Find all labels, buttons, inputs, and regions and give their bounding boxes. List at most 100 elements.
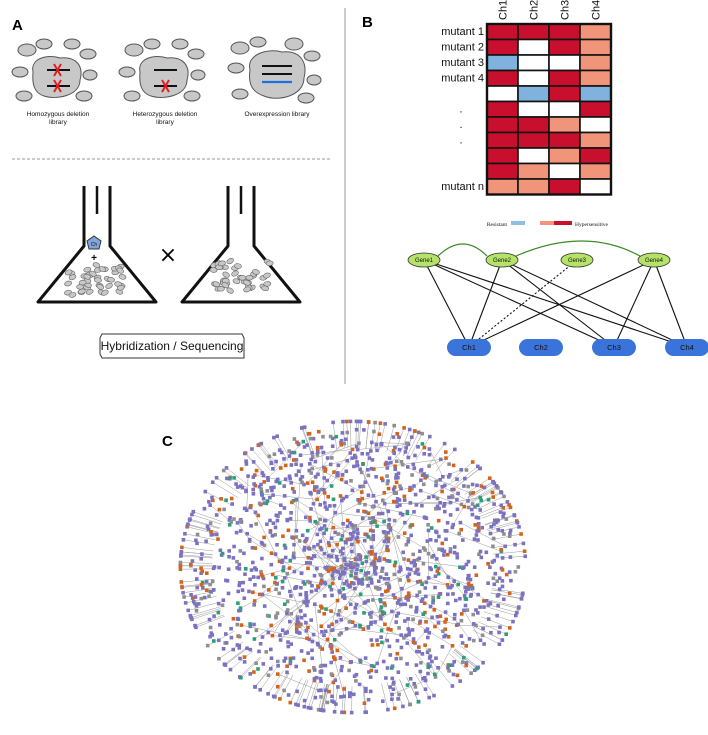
network-node xyxy=(474,515,479,520)
network-node xyxy=(367,516,372,521)
heatmap-cell xyxy=(486,116,519,134)
network-node xyxy=(232,517,236,521)
network-edge xyxy=(428,457,447,467)
network-edge xyxy=(240,589,277,609)
network-edge xyxy=(291,502,311,518)
network-node xyxy=(442,634,446,639)
network-node xyxy=(488,476,492,480)
network-node xyxy=(189,593,193,597)
network-node xyxy=(356,563,360,567)
network-node xyxy=(249,568,254,572)
network-edge xyxy=(226,467,250,487)
network-node xyxy=(179,580,184,584)
network-node xyxy=(386,536,391,541)
network-node xyxy=(310,583,314,588)
network-node xyxy=(422,482,426,487)
network-node xyxy=(398,565,403,570)
network-node xyxy=(237,646,241,650)
network-node xyxy=(273,580,277,585)
network-node xyxy=(428,434,432,439)
network-node xyxy=(447,495,451,500)
network-edge xyxy=(491,588,523,594)
network-node xyxy=(502,511,506,516)
network-edge xyxy=(181,551,213,555)
network-node xyxy=(340,431,345,435)
network-node xyxy=(434,483,438,488)
network-node xyxy=(341,496,346,501)
network-node xyxy=(492,582,497,587)
network-node xyxy=(353,606,358,610)
network-node xyxy=(400,513,405,517)
network-node xyxy=(276,659,280,664)
network-node xyxy=(430,615,434,620)
network-node xyxy=(498,625,502,629)
heatmap-cell xyxy=(579,54,612,72)
yeast-cell xyxy=(68,292,77,298)
network-node xyxy=(359,470,364,475)
network-node xyxy=(183,532,187,536)
network-node xyxy=(305,528,310,533)
network-node xyxy=(307,431,312,436)
network-node xyxy=(299,615,304,620)
network-node xyxy=(259,572,264,577)
network-node xyxy=(434,530,439,535)
network-edge xyxy=(333,682,335,703)
network-node xyxy=(420,652,425,656)
network-node xyxy=(504,517,509,521)
network-node xyxy=(285,664,289,668)
network-node xyxy=(330,694,334,699)
network-node xyxy=(446,575,450,579)
network-node xyxy=(312,544,316,549)
network-node xyxy=(369,577,374,582)
network-node xyxy=(435,569,440,573)
network-node xyxy=(421,561,426,566)
network-node xyxy=(468,491,473,496)
network-node xyxy=(501,514,505,519)
network-node xyxy=(334,702,338,706)
network-node xyxy=(336,463,341,467)
network-node xyxy=(344,627,349,631)
network-node xyxy=(411,552,415,557)
network-node xyxy=(304,629,309,633)
network-node xyxy=(212,565,217,569)
network-edge xyxy=(436,449,455,472)
network-node xyxy=(229,520,233,524)
network-node xyxy=(343,437,348,442)
network-node xyxy=(320,647,325,651)
network-node xyxy=(444,529,449,533)
network-node xyxy=(297,624,302,628)
network-node xyxy=(344,469,349,474)
network-node xyxy=(339,443,344,447)
network-edge xyxy=(274,672,290,698)
network-node xyxy=(309,457,313,462)
network-node xyxy=(345,524,350,529)
network-node xyxy=(235,622,240,627)
heatmap-cell xyxy=(579,178,612,196)
network-node xyxy=(296,469,301,473)
network-node xyxy=(309,507,313,511)
network-node xyxy=(403,520,407,525)
network-node xyxy=(377,579,381,583)
network-node xyxy=(290,535,294,539)
network-node xyxy=(248,622,252,626)
heatmap-cell xyxy=(548,116,581,134)
network-node xyxy=(482,485,487,490)
network-node xyxy=(409,560,414,565)
network-node xyxy=(269,656,274,660)
network-node xyxy=(379,635,383,639)
network-node xyxy=(352,692,356,697)
network-node xyxy=(424,580,429,585)
network-node xyxy=(431,553,436,558)
network-edge xyxy=(377,511,415,561)
network-node xyxy=(455,555,460,560)
network-node xyxy=(286,528,291,533)
network-node xyxy=(319,547,324,552)
network-edge xyxy=(237,522,250,540)
network-node xyxy=(420,582,424,587)
network-node xyxy=(504,632,508,636)
network-node xyxy=(464,663,468,668)
network-node xyxy=(299,649,304,653)
network-edge xyxy=(307,502,360,531)
network-edge xyxy=(225,646,249,666)
